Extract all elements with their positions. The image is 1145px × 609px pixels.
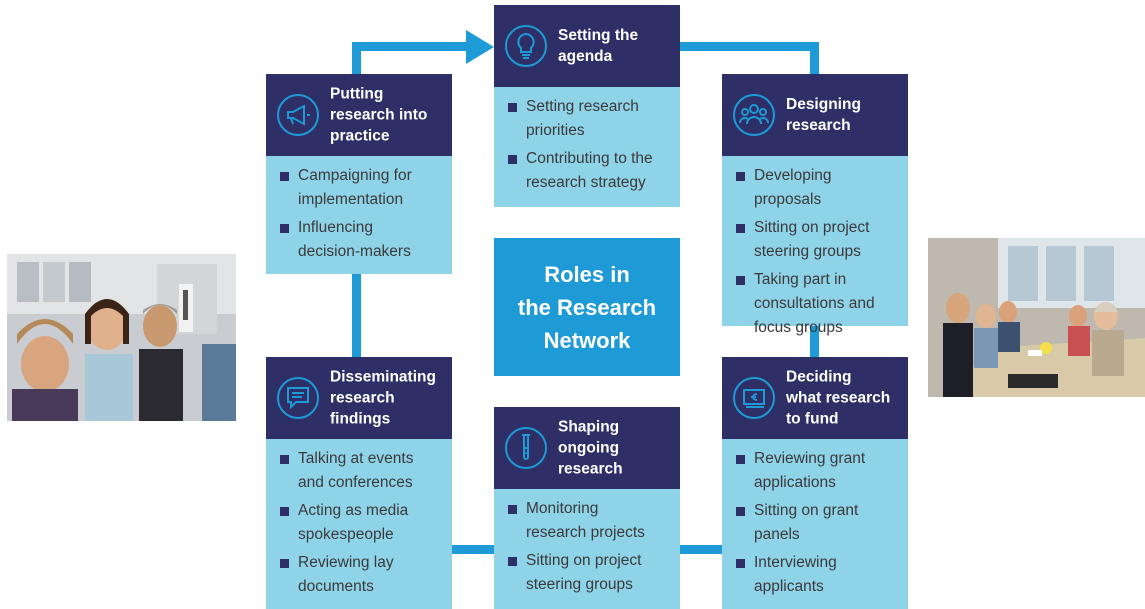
people-group-icon	[732, 93, 776, 137]
photo-lab-visit	[7, 254, 236, 421]
card-title: Designing research	[786, 96, 861, 134]
connector-bottom-left-horizontal	[452, 545, 496, 554]
list-item: Acting as media spokespeople	[280, 499, 442, 547]
card-header: Putting research into practice	[266, 74, 452, 156]
list-item: Influencing decision-makers	[280, 216, 442, 264]
list-item: Taking part in consultations and focus g…	[736, 268, 898, 340]
card-title: Putting research into practice	[330, 85, 428, 145]
list-item: Monitoring research projects	[508, 497, 670, 545]
card-putting-into-practice: Putting research into practice Campaigni…	[266, 74, 452, 274]
list-item: Sitting on grant panels	[736, 499, 898, 547]
list-item: Contributing to the research strategy	[508, 147, 670, 195]
list-item: Talking at events and conferences	[280, 447, 442, 495]
card-title: Deciding what research to fund	[786, 368, 891, 428]
card-header: Deciding what research to fund	[722, 357, 908, 439]
card-body: Talking at events and conferences Acting…	[266, 439, 452, 609]
connector-left-vertical	[352, 274, 361, 358]
list-item: Reviewing grant applications	[736, 447, 898, 495]
card-deciding-fund: Deciding what research to fund Reviewing…	[722, 357, 908, 609]
speech-bubble-icon	[276, 376, 320, 420]
card-body: Monitoring research projects Sitting on …	[494, 489, 680, 609]
connector-arrowhead	[466, 30, 494, 64]
connector-right-vertical	[810, 326, 819, 360]
card-body: Reviewing grant applications Sitting on …	[722, 439, 908, 609]
list-item: Developing proposals	[736, 164, 898, 212]
megaphone-icon	[276, 93, 320, 137]
card-title: Disseminating research findings	[330, 368, 436, 428]
list-item: Campaigning for implementation	[280, 164, 442, 212]
center-title: Roles in the Research Network	[494, 238, 680, 376]
card-designing-research: Designing research Developing proposals …	[722, 74, 908, 336]
connector-top-left-horizontal	[352, 42, 470, 51]
list-item: Reviewing lay documents	[280, 551, 442, 599]
list-item: Sitting on project steering groups	[736, 216, 898, 264]
card-body: Campaigning for implementation Influenci…	[266, 156, 452, 274]
list-item: Setting research priorities	[508, 95, 670, 143]
money-icon	[732, 376, 776, 420]
card-header: Designing research	[722, 74, 908, 156]
list-item: Sitting on project steering groups	[508, 549, 670, 597]
lightbulb-icon	[504, 24, 548, 68]
connector-top-right-vertical	[810, 42, 819, 75]
card-disseminating: Disseminating research findings Talking …	[266, 357, 452, 609]
card-header: Disseminating research findings	[266, 357, 452, 439]
card-title: Setting the agenda	[558, 27, 639, 65]
card-body: Setting research priorities Contributing…	[494, 87, 680, 207]
connector-bottom-right-horizontal	[679, 545, 723, 554]
test-tube-icon	[504, 426, 548, 470]
card-body: Developing proposals Sitting on project …	[722, 156, 908, 336]
connector-top-left-vertical	[352, 42, 361, 75]
card-header: Shaping ongoing research	[494, 407, 680, 489]
card-shaping: Shaping ongoing research Monitoring rese…	[494, 407, 680, 609]
list-item: Interviewing applicants	[736, 551, 898, 599]
photo-meeting	[928, 238, 1145, 397]
connector-top-right-horizontal	[679, 42, 819, 51]
card-header: Setting the agenda	[494, 5, 680, 87]
card-setting-agenda: Setting the agenda Setting research prio…	[494, 5, 680, 207]
card-title: Shaping ongoing research	[558, 418, 623, 478]
